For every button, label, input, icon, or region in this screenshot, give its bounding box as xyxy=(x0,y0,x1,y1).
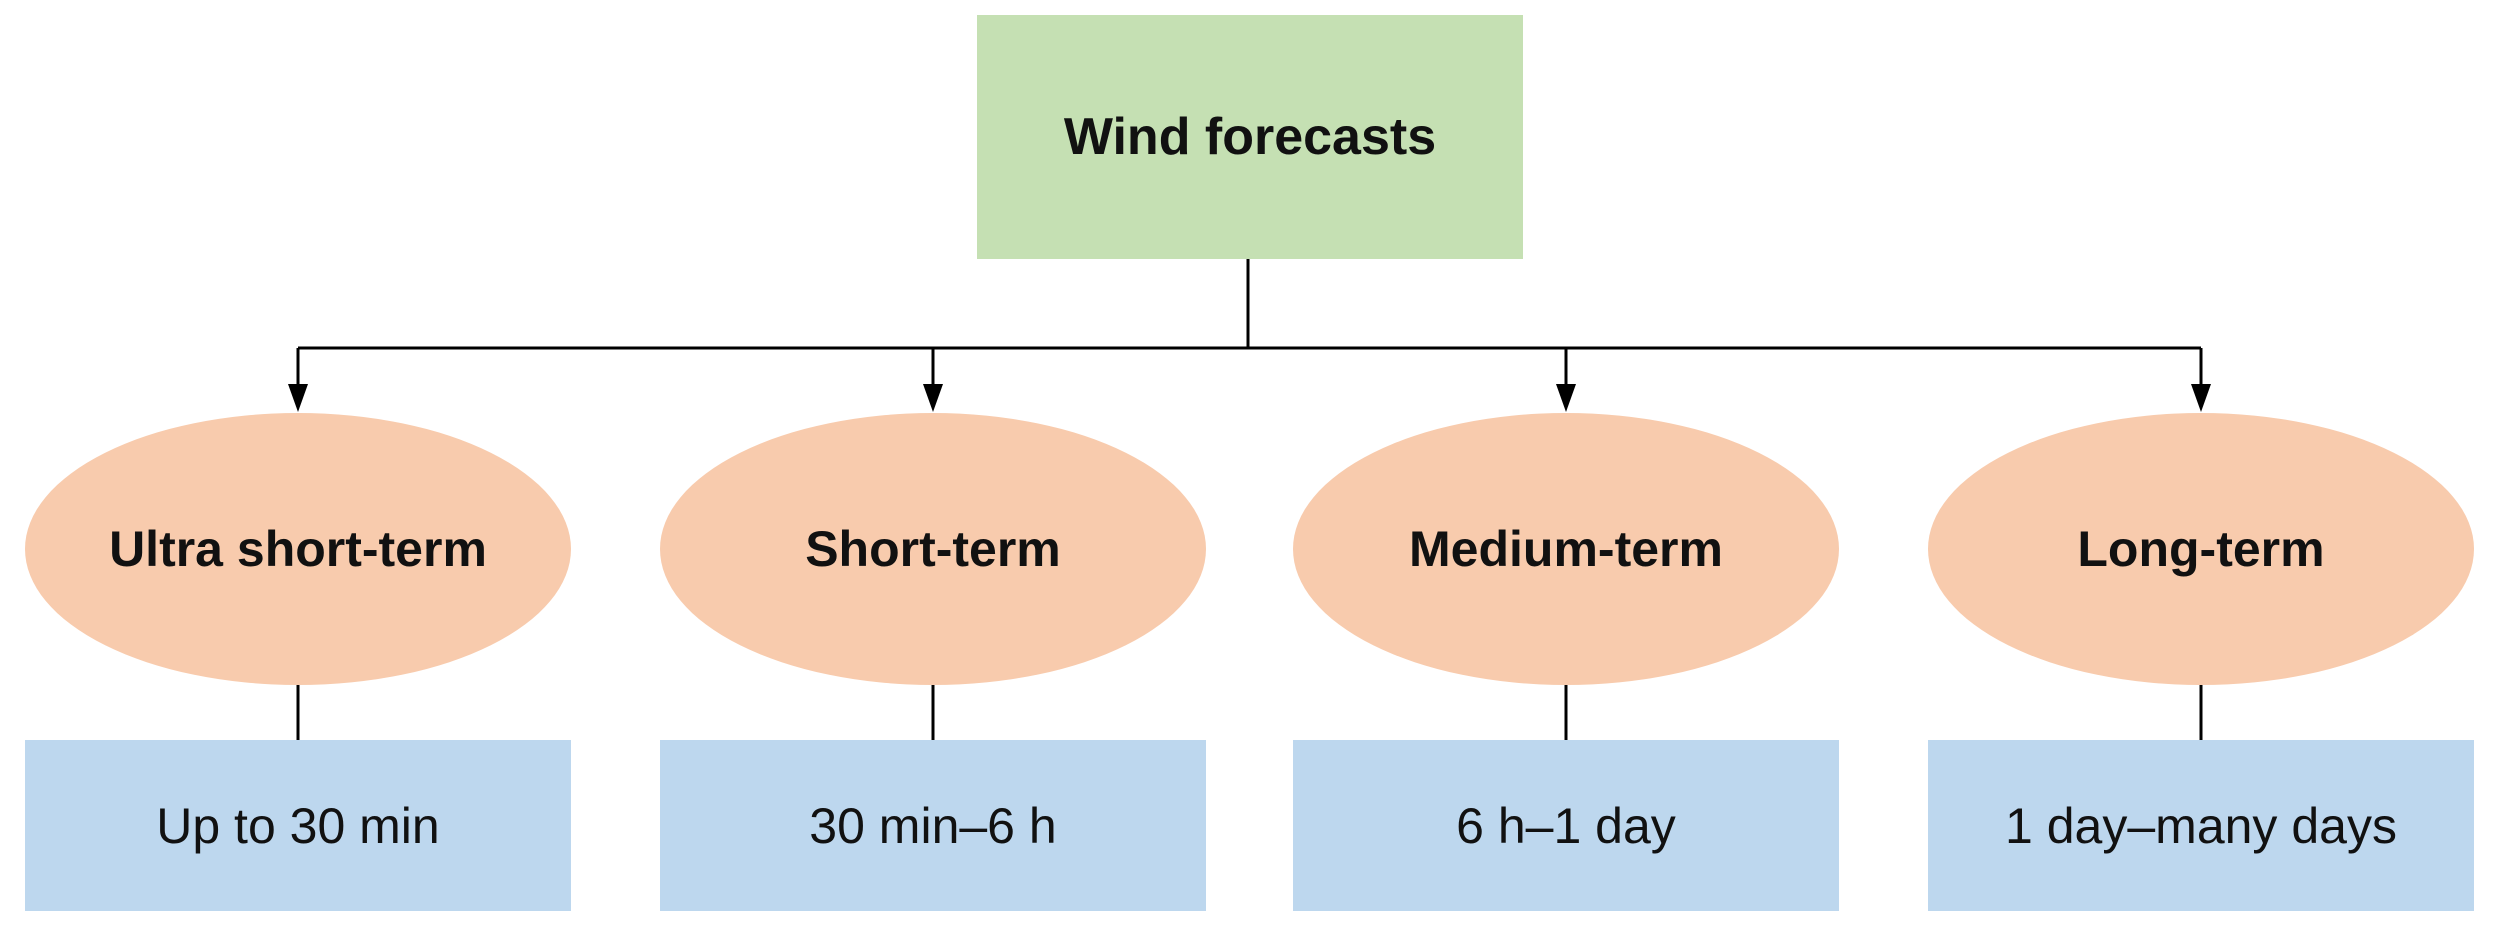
range-node-ultra-short: Up to 30 min xyxy=(25,740,571,911)
term-node-label: Short-term xyxy=(805,521,1061,577)
branch-arrow xyxy=(1556,348,1576,412)
term-node-long: Long-term xyxy=(1928,413,2474,685)
term-node-medium: Medium-term xyxy=(1293,413,1839,685)
branch-arrow xyxy=(2191,348,2211,412)
range-node-short: 30 min–6 h xyxy=(660,740,1206,911)
term-node-ultra-short: Ultra short-term xyxy=(25,413,571,685)
term-node-label: Medium-term xyxy=(1409,521,1723,577)
root-node-label: Wind forecasts xyxy=(1063,108,1437,166)
term-node-label: Long-term xyxy=(2077,521,2325,577)
branch-arrow xyxy=(923,348,943,412)
term-node-label: Ultra short-term xyxy=(109,521,487,577)
range-node-label: 30 min–6 h xyxy=(809,797,1057,854)
root-node-wind-forecasts: Wind forecasts xyxy=(977,15,1523,259)
range-node-medium: 6 h–1 day xyxy=(1293,740,1839,911)
range-node-label: 6 h–1 day xyxy=(1456,797,1676,854)
range-node-label: 1 day–many days xyxy=(2005,797,2397,854)
range-node-label: Up to 30 min xyxy=(156,797,440,854)
range-node-long: 1 day–many days xyxy=(1928,740,2474,911)
term-node-short: Short-term xyxy=(660,413,1206,685)
branch-arrow xyxy=(288,348,308,412)
